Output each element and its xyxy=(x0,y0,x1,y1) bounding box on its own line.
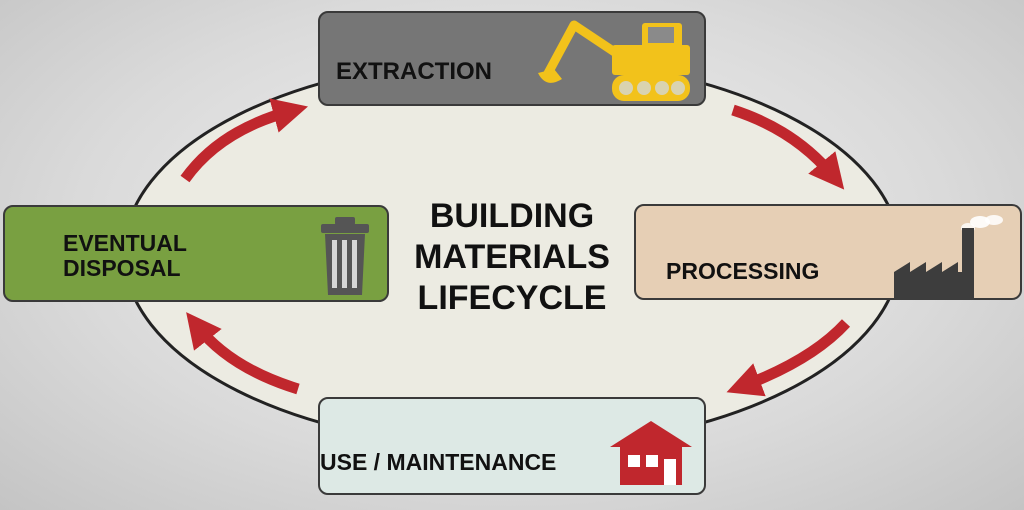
stage-eventual-disposal-label-line-2: DISPOSAL xyxy=(63,254,181,281)
cycle-arrow-extraction-to-processing xyxy=(731,104,845,190)
stage-use-maintenance: USE / MAINTENANCE xyxy=(318,397,706,495)
house-icon xyxy=(610,421,692,485)
diagram-title-line-3: LIFECYCLE xyxy=(417,279,607,317)
stage-processing-label: PROCESSING xyxy=(666,258,820,284)
stage-eventual-disposal-label: EVENTUAL DISPOSAL xyxy=(63,231,187,281)
stage-extraction: EXTRACTION xyxy=(318,11,706,106)
stage-eventual-disposal-label-line-1: EVENTUAL xyxy=(63,230,187,256)
cycle-arrow-processing-to-use xyxy=(726,319,851,397)
excavator-icon xyxy=(538,20,690,101)
trash-can-icon xyxy=(321,217,369,295)
stage-extraction-label: EXTRACTION xyxy=(336,58,492,85)
cycle-arrow-use-to-disposal xyxy=(186,312,300,395)
factory-icon xyxy=(894,215,1003,300)
stage-eventual-disposal: EVENTUAL DISPOSAL xyxy=(3,205,389,302)
diagram-title: BUILDING MATERIALS LIFECYCLE xyxy=(390,196,634,319)
diagram-title-line-1: BUILDING xyxy=(429,197,595,235)
stage-processing: PROCESSING xyxy=(634,204,1022,300)
stage-use-maintenance-label: USE / MAINTENANCE xyxy=(320,449,557,475)
diagram-title-line-2: MATERIALS xyxy=(414,238,610,276)
cycle-arrow-disposal-to-extraction xyxy=(180,98,309,183)
